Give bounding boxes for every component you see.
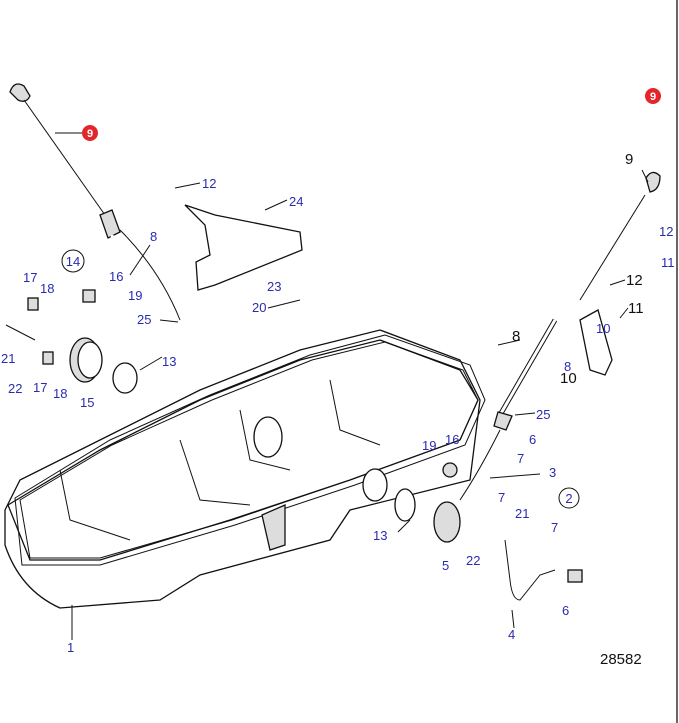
- callout-9-marker: [645, 88, 661, 104]
- part-label: 19: [128, 288, 142, 303]
- part-label: 14: [66, 254, 80, 269]
- part-label: 16: [445, 432, 459, 447]
- oil-pan: [4, 329, 486, 609]
- part-label: 13: [162, 354, 176, 369]
- part-label: 22: [8, 381, 22, 396]
- part-label: 7: [551, 520, 558, 535]
- part-label: 17: [33, 380, 47, 395]
- part-label: 12: [202, 176, 216, 191]
- part-label: 3: [549, 465, 556, 480]
- part-label: 19: [422, 438, 436, 453]
- part-label: 18: [40, 281, 54, 296]
- part-labels: 9 9 12 24 8 14 17 18 16 19 25 23 20 13 2…: [1, 91, 675, 668]
- part-label: 6: [529, 432, 536, 447]
- part-label: 23: [267, 279, 281, 294]
- part-label: 22: [466, 553, 480, 568]
- part-label: 6: [562, 603, 569, 618]
- part-label: 7: [517, 451, 524, 466]
- part-label: 9: [650, 91, 656, 103]
- part-label: 9: [625, 151, 633, 168]
- group-2-circle: [558, 487, 580, 509]
- part-label: 8: [150, 229, 157, 244]
- part-label: 11: [661, 255, 675, 270]
- part-label: 12: [659, 224, 673, 239]
- part-label: 21: [515, 506, 529, 521]
- part-label: 4: [508, 627, 515, 642]
- group-14-circle: [61, 249, 85, 273]
- drawing-number: 28582: [600, 651, 642, 668]
- part-label: 15: [80, 395, 94, 410]
- part-label: 7: [498, 490, 505, 505]
- bracket: [184, 204, 303, 291]
- part-label: 20: [252, 300, 266, 315]
- part-label: 5: [442, 558, 449, 573]
- part-label: 13: [373, 528, 387, 543]
- dipstick-right: [394, 171, 661, 601]
- part-label: 11: [628, 300, 644, 317]
- part-label: 18: [53, 386, 67, 401]
- part-label: 24: [289, 194, 303, 209]
- part-label: 1: [67, 640, 74, 655]
- part-label: 2: [565, 491, 572, 506]
- callout-9-marker: [82, 125, 98, 141]
- part-label: 21: [1, 351, 15, 366]
- part-label: 10: [560, 370, 577, 387]
- part-label: 8: [512, 328, 520, 345]
- pulley-left: [5, 289, 138, 394]
- part-label: 12: [626, 272, 643, 289]
- part-label: 8: [564, 359, 571, 374]
- part-label: 9: [87, 128, 93, 140]
- part-label: 25: [137, 312, 151, 327]
- part-label: 17: [23, 270, 37, 285]
- part-label: 16: [109, 269, 123, 284]
- part-label: 25: [536, 407, 550, 422]
- leader-lines: [55, 132, 649, 640]
- part-label: 10: [596, 321, 610, 336]
